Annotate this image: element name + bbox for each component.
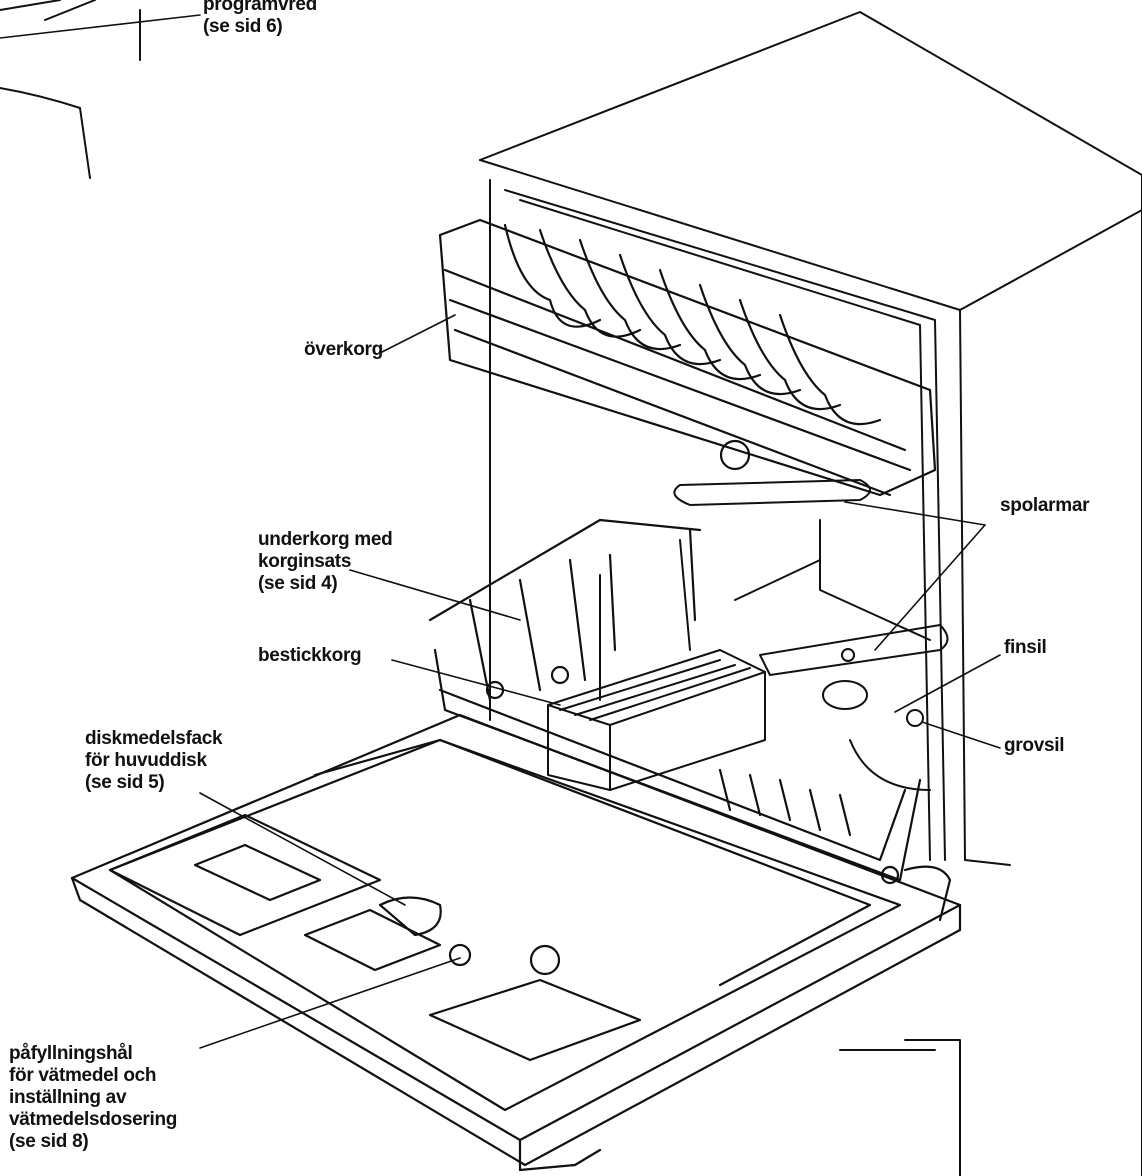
leader-bestickkorg	[391, 659, 561, 706]
leader-overkorg	[381, 314, 456, 353]
label-programvred: programvred (se sid 6)	[203, 0, 317, 37]
leader-pafyllningshal	[199, 957, 461, 1049]
label-spolarmar: spolarmar	[1000, 495, 1090, 516]
leader-spolarmar-2	[874, 524, 986, 651]
lower-basket	[428, 518, 922, 885]
label-pafyllningshal: påfyllningshål för vätmedel och inställn…	[9, 1043, 178, 1152]
cabinet	[479, 11, 1142, 1176]
label-grovsil: grovsil	[1004, 735, 1065, 756]
leader-diskmedelsfack	[199, 792, 406, 906]
label-overkorg: överkorg	[304, 339, 383, 360]
upper-basket	[438, 218, 937, 497]
leader-spolarmar-1	[844, 501, 986, 526]
leader-finsil	[894, 654, 1001, 713]
label-diskmedelsfack: diskmedelsfack för huvuddisk (se sid 5)	[85, 728, 223, 793]
upper-spray-arm	[673, 479, 871, 506]
lower-spray-arm	[759, 624, 949, 791]
leader-programvred	[0, 14, 201, 39]
leader-grovsil	[921, 721, 1001, 749]
control-panel-fragment	[0, 0, 141, 179]
label-finsil: finsil	[1004, 637, 1047, 658]
door	[70, 713, 962, 1172]
leader-underkorg	[349, 569, 521, 621]
leader-lines	[0, 14, 1001, 1049]
label-underkorg: underkorg med korginsats (se sid 4)	[258, 529, 393, 594]
cutlery-basket	[547, 539, 766, 791]
label-bestickkorg: bestickkorg	[258, 645, 362, 666]
tub-frame	[489, 179, 946, 861]
